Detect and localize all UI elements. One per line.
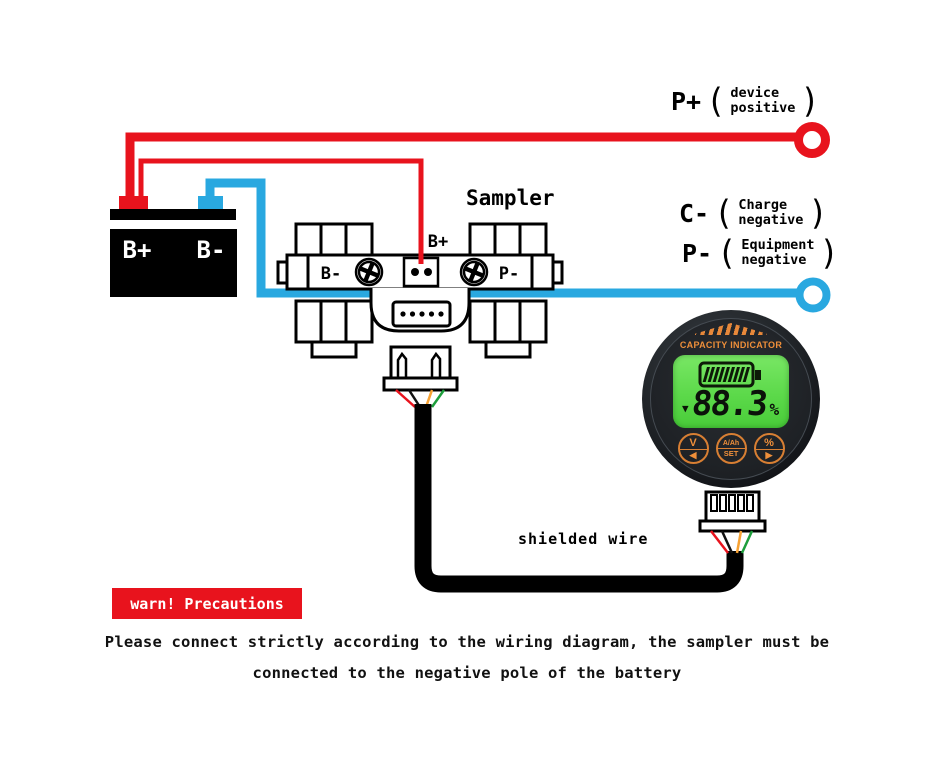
button-divider bbox=[679, 448, 707, 450]
plug-prong bbox=[396, 351, 408, 377]
battery-level-icon bbox=[698, 361, 761, 388]
sampler-bottom-fins-right bbox=[468, 299, 548, 359]
positive-wire bbox=[125, 132, 799, 208]
p-minus-desc-line1: Equipment bbox=[741, 237, 815, 253]
paren-close: ) bbox=[819, 233, 839, 273]
p-plus-desc-line2: positive bbox=[730, 100, 796, 116]
button-divider bbox=[755, 448, 783, 450]
sampler-plug bbox=[382, 345, 459, 392]
note-line1: Please connect strictly according to the… bbox=[104, 633, 830, 651]
lcd-pointer-icon: ▼ bbox=[682, 402, 689, 415]
label-p-plus: P+ ( device positive ) bbox=[671, 81, 820, 121]
sampler-pminus-label: P- bbox=[499, 264, 519, 284]
p-minus-desc-line2: negative bbox=[741, 252, 807, 268]
shielded-cable bbox=[414, 404, 744, 593]
paren-open: ( bbox=[714, 193, 734, 233]
voltage-button-label: V bbox=[689, 436, 697, 449]
p-plus-tag: P+ bbox=[671, 86, 702, 116]
p-plus-ring-terminal bbox=[794, 122, 830, 158]
gauge-lcd: ▼ 88.3 % bbox=[673, 355, 789, 428]
bplus-sense-wire bbox=[138, 158, 424, 264]
sampler-top-fins-left bbox=[294, 222, 374, 257]
sampler-bplus-label: B+ bbox=[428, 232, 448, 252]
p-minus-desc: Equipment negative bbox=[741, 238, 814, 268]
paren-open: ( bbox=[706, 81, 726, 121]
capacity-indicator-gauge: CAPACITY INDICATOR ▼ 88.3 % bbox=[642, 310, 820, 488]
lcd-unit: % bbox=[769, 400, 780, 419]
p-plus-desc-line1: device bbox=[730, 85, 780, 101]
sampler-bplus-pins bbox=[411, 268, 432, 276]
lcd-reading: 88.3 bbox=[689, 384, 768, 424]
percent-button-label: % bbox=[764, 436, 774, 449]
sampler-title: Sampler bbox=[466, 186, 555, 210]
voltage-left-button[interactable]: V ◀ bbox=[677, 433, 709, 464]
sampler-bottom-fins-left bbox=[294, 299, 374, 359]
right-arrow-icon: ▶ bbox=[765, 449, 773, 460]
sampler-top-fins-right bbox=[468, 222, 548, 257]
battery-positive-label: B+ bbox=[123, 236, 152, 264]
ah-set-button[interactable]: A/Ah SET bbox=[715, 433, 747, 464]
p-minus-ring-terminal bbox=[795, 277, 831, 313]
warning-badge-text: warn! Precautions bbox=[130, 594, 284, 613]
set-button-label: SET bbox=[723, 448, 739, 458]
p-plus-desc: device positive bbox=[730, 86, 795, 116]
connector-slots bbox=[710, 494, 754, 512]
label-p-minus: P- ( Equipment negative ) bbox=[682, 233, 839, 273]
gauge-buttons: V ◀ A/Ah SET % ▶ bbox=[642, 433, 820, 464]
label-c-minus: C- ( Charge negative ) bbox=[679, 193, 828, 233]
c-minus-desc: Charge negative bbox=[738, 198, 803, 228]
shielded-wire-label: shielded wire bbox=[518, 530, 649, 548]
battery: B+ B- bbox=[110, 209, 237, 297]
battery-negative-label: B- bbox=[197, 236, 226, 264]
gauge-connector bbox=[698, 490, 767, 533]
screw-terminal-right bbox=[459, 257, 489, 287]
button-divider bbox=[717, 447, 745, 449]
left-arrow-icon: ◀ bbox=[689, 449, 697, 460]
ah-button-label: A/Ah bbox=[722, 439, 740, 447]
lcd-reading-row: ▼ 88.3 % bbox=[673, 384, 789, 424]
p-minus-tag: P- bbox=[682, 238, 713, 268]
paren-open: ( bbox=[717, 233, 737, 273]
c-minus-desc-line1: Charge bbox=[738, 197, 788, 213]
c-minus-tag: C- bbox=[679, 198, 710, 228]
note-line2: connected to the negative pole of the ba… bbox=[252, 664, 682, 682]
plug-prong bbox=[430, 351, 442, 377]
sampler-bminus-label: B- bbox=[321, 264, 341, 284]
sampler-port-pins bbox=[400, 311, 444, 317]
paren-close: ) bbox=[800, 81, 820, 121]
paren-close: ) bbox=[808, 193, 828, 233]
gauge-pigtail-wires bbox=[710, 530, 754, 554]
warning-badge: warn! Precautions bbox=[112, 588, 302, 619]
gauge-brand-label: CAPACITY INDICATOR bbox=[679, 340, 783, 350]
c-minus-desc-line2: negative bbox=[738, 212, 804, 228]
sampler-shunt bbox=[276, 222, 564, 359]
percent-right-button[interactable]: % ▶ bbox=[753, 433, 785, 464]
screw-terminal-left bbox=[354, 257, 384, 287]
